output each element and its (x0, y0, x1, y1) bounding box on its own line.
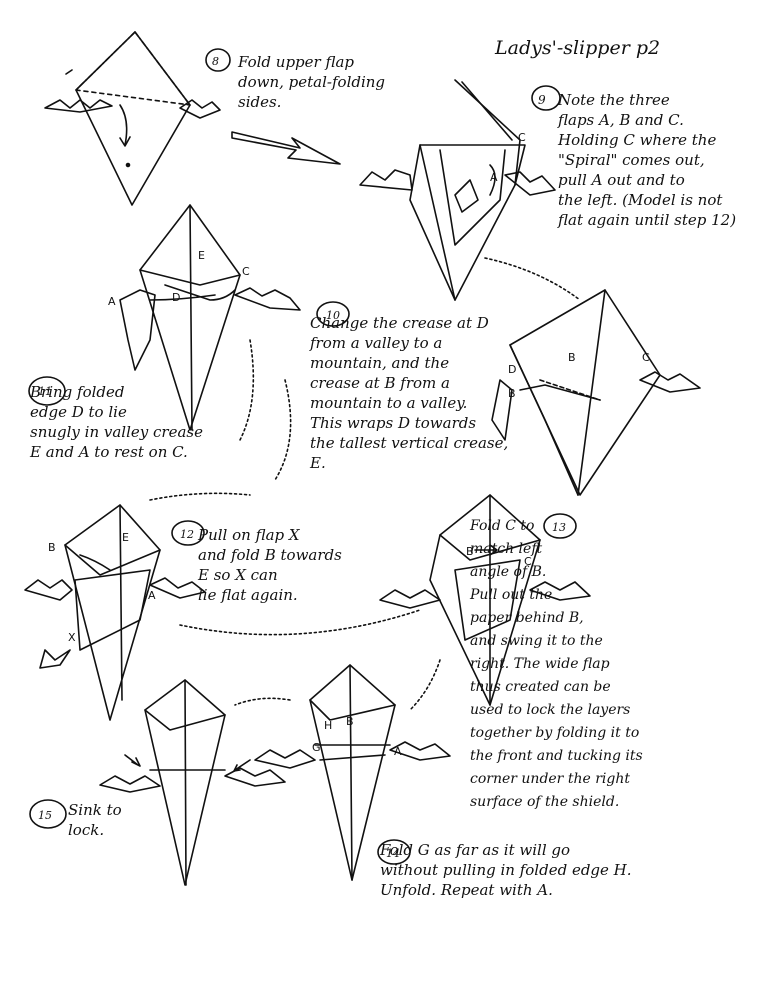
step-number-circles (0, 0, 762, 984)
instruction-page: Ladys'-slipper p2 Fold upper flap down, … (0, 0, 762, 984)
